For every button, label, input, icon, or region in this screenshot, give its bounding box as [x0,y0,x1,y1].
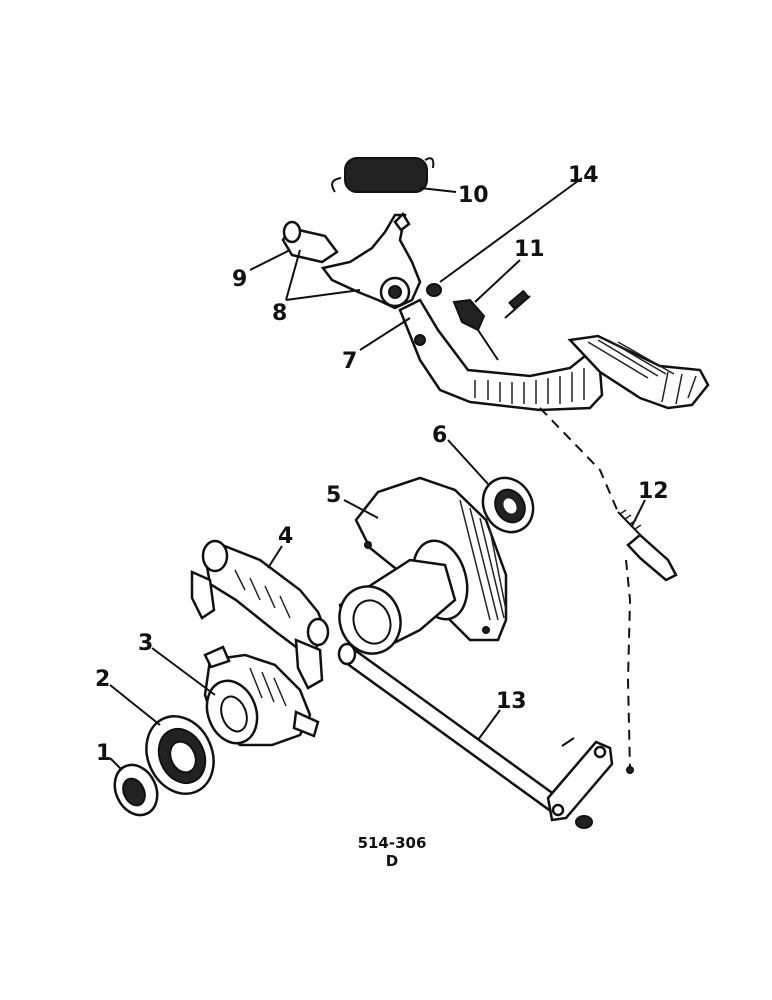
figure-ref-suffix: D [386,852,398,870]
part-12-clevis [617,509,678,582]
part-7-clutch-pedal [398,298,710,412]
callout-14: 14 [568,163,599,188]
leader-lines [109,177,646,771]
part-5-housing [338,476,508,655]
part-4-release-fork [190,539,330,690]
part-14-pin [426,283,442,297]
part-6-seal [481,476,535,534]
figure-ref-code: 514-306 [358,834,427,852]
part-3-bearing-sleeve [203,645,320,747]
part-10-return-spring [331,157,435,193]
part-8-pedal-hub [320,211,422,310]
callout-13: 13 [496,689,527,714]
part-2-bearing [145,715,215,795]
callout-4: 4 [278,524,293,549]
callout-7: 7 [342,349,357,374]
callout-9: 9 [232,267,247,292]
callout-labels: 1 2 3 4 5 6 7 8 9 10 11 14 12 13 [95,163,669,766]
callout-2: 2 [95,667,110,692]
callout-12: 12 [638,479,669,504]
part-9-bushing [281,220,339,264]
linkage-dashed-line [539,407,632,771]
callout-10: 10 [458,183,489,208]
callout-11: 11 [514,237,545,262]
callout-8: 8 [272,301,287,326]
callout-3: 3 [138,631,153,656]
callout-1: 1 [96,741,111,766]
callout-6: 6 [432,423,447,448]
callout-5: 5 [326,483,341,508]
part-1-collar [113,763,159,817]
part-13-cross-shaft [337,642,634,829]
part-11-adjust-bolt [452,289,531,361]
